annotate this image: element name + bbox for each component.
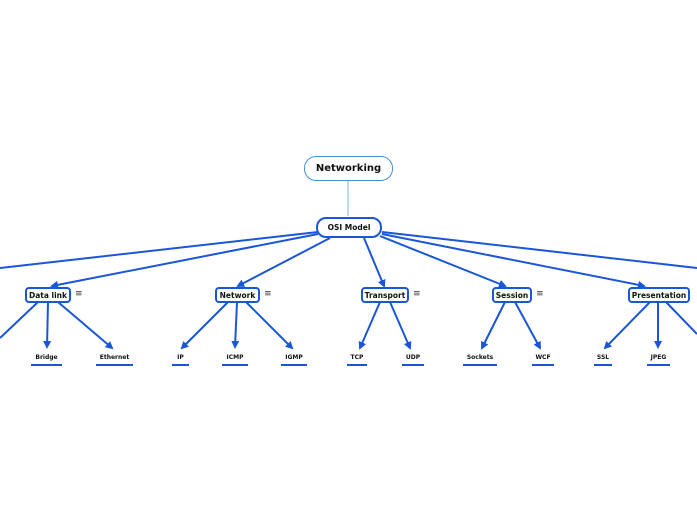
layer-node-presentation[interactable]: Presentation bbox=[628, 287, 690, 303]
leaf-node-sockets[interactable]: Sockets bbox=[463, 354, 497, 366]
hub-node-label: OSI Model bbox=[327, 223, 371, 232]
layer-node-network[interactable]: Network bbox=[215, 287, 260, 303]
menu-icon[interactable]: ≡ bbox=[75, 289, 83, 299]
edge-presentation-ssl bbox=[603, 301, 651, 350]
edge-transport-udp bbox=[389, 301, 412, 350]
leaf-node-icmp[interactable]: ICMP bbox=[222, 354, 248, 366]
leaf-node-udp[interactable]: UDP bbox=[402, 354, 424, 366]
edge-hub-offscreen-right bbox=[381, 231, 697, 269]
leaf-node-ip[interactable]: IP bbox=[172, 354, 189, 366]
edge-transport-tcp bbox=[358, 301, 381, 350]
edge-hub-session bbox=[379, 235, 507, 288]
leaf-node-jpeg[interactable]: JPEG bbox=[647, 354, 670, 366]
edge-hub-presentation bbox=[381, 233, 646, 289]
layer-label: Network bbox=[219, 290, 256, 300]
menu-icon[interactable]: ≡ bbox=[413, 289, 421, 299]
hub-node-osi-model[interactable]: OSI Model bbox=[316, 217, 382, 238]
root-node-label: Networking bbox=[315, 163, 382, 174]
root-node-networking[interactable]: Networking bbox=[304, 156, 393, 181]
layer-label: Transport bbox=[364, 290, 406, 300]
leaf-node-wcf[interactable]: WCF bbox=[532, 354, 554, 366]
leaf-node-ethernet[interactable]: Ethernet bbox=[96, 354, 133, 366]
leaf-node-igmp[interactable]: IGMP bbox=[281, 354, 307, 366]
menu-icon[interactable]: ≡ bbox=[536, 289, 544, 299]
menu-icon[interactable]: ≡ bbox=[264, 289, 272, 299]
layer-label: Data link bbox=[28, 290, 67, 300]
layer-node-session[interactable]: Session bbox=[492, 287, 532, 303]
layer-node-transport[interactable]: Transport bbox=[361, 287, 409, 303]
edge-datalink-bridge bbox=[43, 301, 52, 349]
layer-node-data-link[interactable]: Data link bbox=[25, 287, 71, 303]
edge-session-wcf bbox=[514, 301, 541, 350]
leaf-node-ssl[interactable]: SSL bbox=[594, 354, 612, 366]
edge-session-sockets bbox=[481, 301, 506, 350]
leaf-node-tcp[interactable]: TCP bbox=[347, 354, 367, 366]
edge-hub-datalink bbox=[50, 233, 319, 289]
edge-datalink-ethernet bbox=[57, 301, 114, 350]
edge-datalink-offscreen bbox=[0, 301, 39, 339]
layer-label: Presentation bbox=[631, 290, 687, 300]
edge-presentation-offscreen bbox=[665, 301, 697, 335]
edge-hub-network bbox=[236, 237, 331, 287]
layer-label: Session bbox=[495, 290, 529, 300]
edge-network-igmp bbox=[245, 301, 294, 350]
leaf-node-bridge[interactable]: Bridge bbox=[31, 354, 62, 366]
edge-network-ip bbox=[180, 301, 229, 350]
edge-network-icmp bbox=[231, 301, 240, 349]
edge-hub-transport bbox=[363, 237, 386, 288]
edge-hub-offscreen-left bbox=[0, 231, 319, 269]
